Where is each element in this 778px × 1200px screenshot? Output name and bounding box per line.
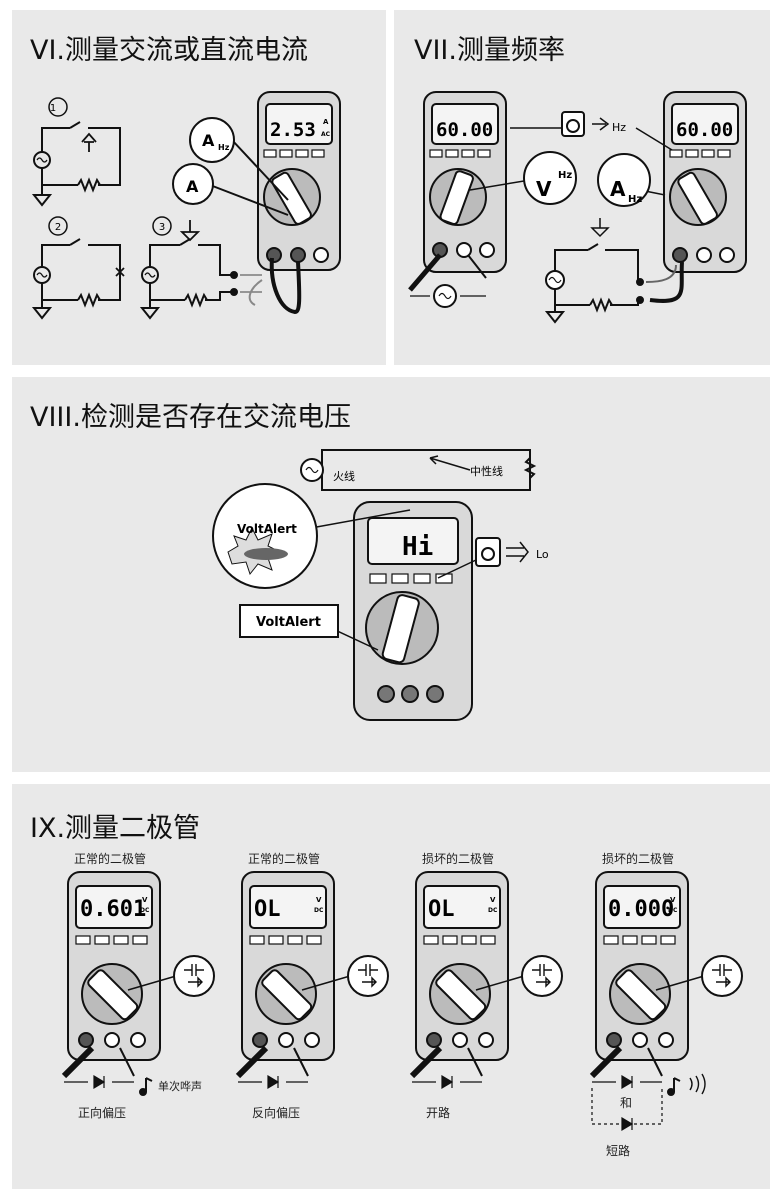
meter-display-s8: Hi <box>402 532 433 562</box>
meter-display-s7-left: 60.00 <box>436 119 493 141</box>
dial-label-a-hz: A <box>202 131 215 150</box>
dial-label-hz: Hz <box>218 143 230 152</box>
diode-unit-v-4: V <box>670 896 676 904</box>
diode-bottom-note-2: 反向偏压 <box>252 1106 301 1120</box>
meter-unit2-s6: AC <box>321 131 331 138</box>
ground-icon <box>31 168 53 207</box>
meter-unit-s6: A <box>323 118 329 126</box>
step-circle-3 <box>152 216 172 236</box>
step-number-2: 2 <box>55 222 61 233</box>
meter-display-s6: 2.53 <box>270 119 316 141</box>
step-number-3: 3 <box>159 222 165 233</box>
section-title-6: VI.测量交流或直流电流 <box>30 35 309 66</box>
diode-caption-2: 正常的二极管 <box>248 852 321 866</box>
speaker-icon <box>673 1077 681 1092</box>
arrow-icon <box>81 132 97 152</box>
dial-label-v-hz: Hz <box>558 170 572 181</box>
diode-caption-3: 损坏的二极管 <box>422 852 495 866</box>
live-wire-label: 火线 <box>333 469 355 483</box>
diode-display-3: OL <box>428 897 455 922</box>
diode-unit-v-3: V <box>490 896 496 904</box>
diode-unit-dc-1: DC <box>140 907 150 914</box>
diode-display-2: OL <box>254 897 281 922</box>
voltalert-top-label: VoltAlert <box>237 522 297 536</box>
resistor-icon <box>77 177 101 193</box>
section-title-7: VII.测量频率 <box>414 35 565 66</box>
diode-unit-dc-2: DC <box>314 907 324 914</box>
diode-unit-v-2: V <box>316 896 322 904</box>
dial-label-a-dc: A <box>186 177 199 196</box>
diode-bottom-note-1: 正向偏压 <box>78 1106 127 1120</box>
hz-label: Hz <box>612 121 626 134</box>
step-circle-2 <box>48 216 68 236</box>
diode-meter-4 <box>589 871 743 1132</box>
diode-display-1: 0.601 <box>80 897 146 922</box>
voltalert-box-label: VoltAlert <box>256 615 321 630</box>
diode-display-4: 0.000 <box>608 897 674 922</box>
lo-label: Lo <box>536 548 549 561</box>
dial-label-a-hz-freq: Hz <box>628 194 642 205</box>
dial-label-a-freq: A <box>610 177 626 201</box>
diode-unit-v-1: V <box>142 896 148 904</box>
step-circle-1 <box>48 97 68 117</box>
section-title-9: IX.测量二极管 <box>30 813 201 844</box>
diode-caption-1: 正常的二极管 <box>74 852 147 866</box>
meter-icon <box>248 91 341 315</box>
diode-bottom-note-4: 短路 <box>606 1144 631 1158</box>
section-title-8: VIII.检测是否存在交流电压 <box>30 402 351 433</box>
diode-meter-1 <box>61 871 215 1096</box>
diode-meter-2 <box>235 871 389 1090</box>
diode-caption-4: 损坏的二极管 <box>602 852 675 866</box>
diode-bottom-note-3: 开路 <box>426 1106 451 1120</box>
diode-unit-dc-4: DC <box>668 907 678 914</box>
diode-unit-dc-3: DC <box>488 907 498 914</box>
meter-display-s7-right: 60.00 <box>676 119 733 141</box>
neutral-wire-label: 中性线 <box>470 464 503 478</box>
speaker-icon <box>145 1077 153 1092</box>
diode-mid-note-4: 和 <box>620 1096 633 1110</box>
dial-label-v: V <box>536 177 552 201</box>
step-number-1: 1 <box>50 103 56 114</box>
diode-meter-3 <box>409 871 563 1090</box>
diode-side-note-1: 单次哗声 <box>158 1080 202 1093</box>
